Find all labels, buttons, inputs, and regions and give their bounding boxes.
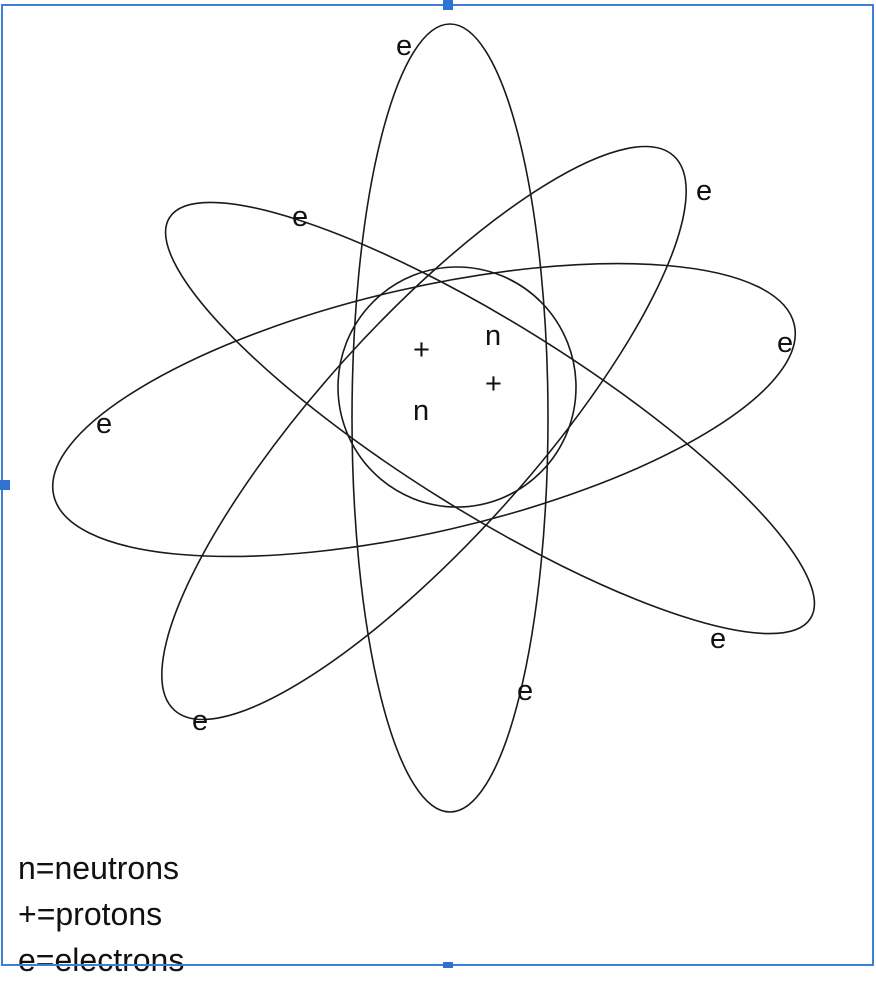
- electron-label: e: [96, 408, 112, 440]
- legend-protons: +=protons: [18, 896, 163, 932]
- proton-label: +: [485, 368, 502, 400]
- legend: n=neutrons +=protons e=electrons: [18, 845, 184, 983]
- proton-label: +: [413, 334, 430, 366]
- orbit-near-horizontal: [51, 262, 797, 558]
- orbit-vertical: [351, 23, 549, 813]
- electron-label: e: [710, 623, 726, 655]
- electron-label: e: [696, 175, 712, 207]
- neutron-label: n: [485, 320, 501, 352]
- orbit-diagonal-up: [161, 145, 687, 721]
- resize-handle-bottom-center[interactable]: [443, 962, 453, 968]
- nucleus: [337, 266, 577, 508]
- electron-label: e: [192, 705, 208, 737]
- electron-label: e: [777, 327, 793, 359]
- electron-label: e: [517, 675, 533, 707]
- legend-electrons: e=electrons: [18, 942, 185, 978]
- neutron-label: n: [413, 395, 429, 427]
- legend-neutrons: n=neutrons: [18, 850, 180, 886]
- resize-handle-top-center[interactable]: [443, 0, 453, 10]
- electron-label: e: [292, 201, 308, 233]
- electron-label: e: [396, 30, 412, 62]
- resize-handle-left-middle[interactable]: [0, 480, 10, 490]
- orbit-diagonal-down: [164, 201, 816, 635]
